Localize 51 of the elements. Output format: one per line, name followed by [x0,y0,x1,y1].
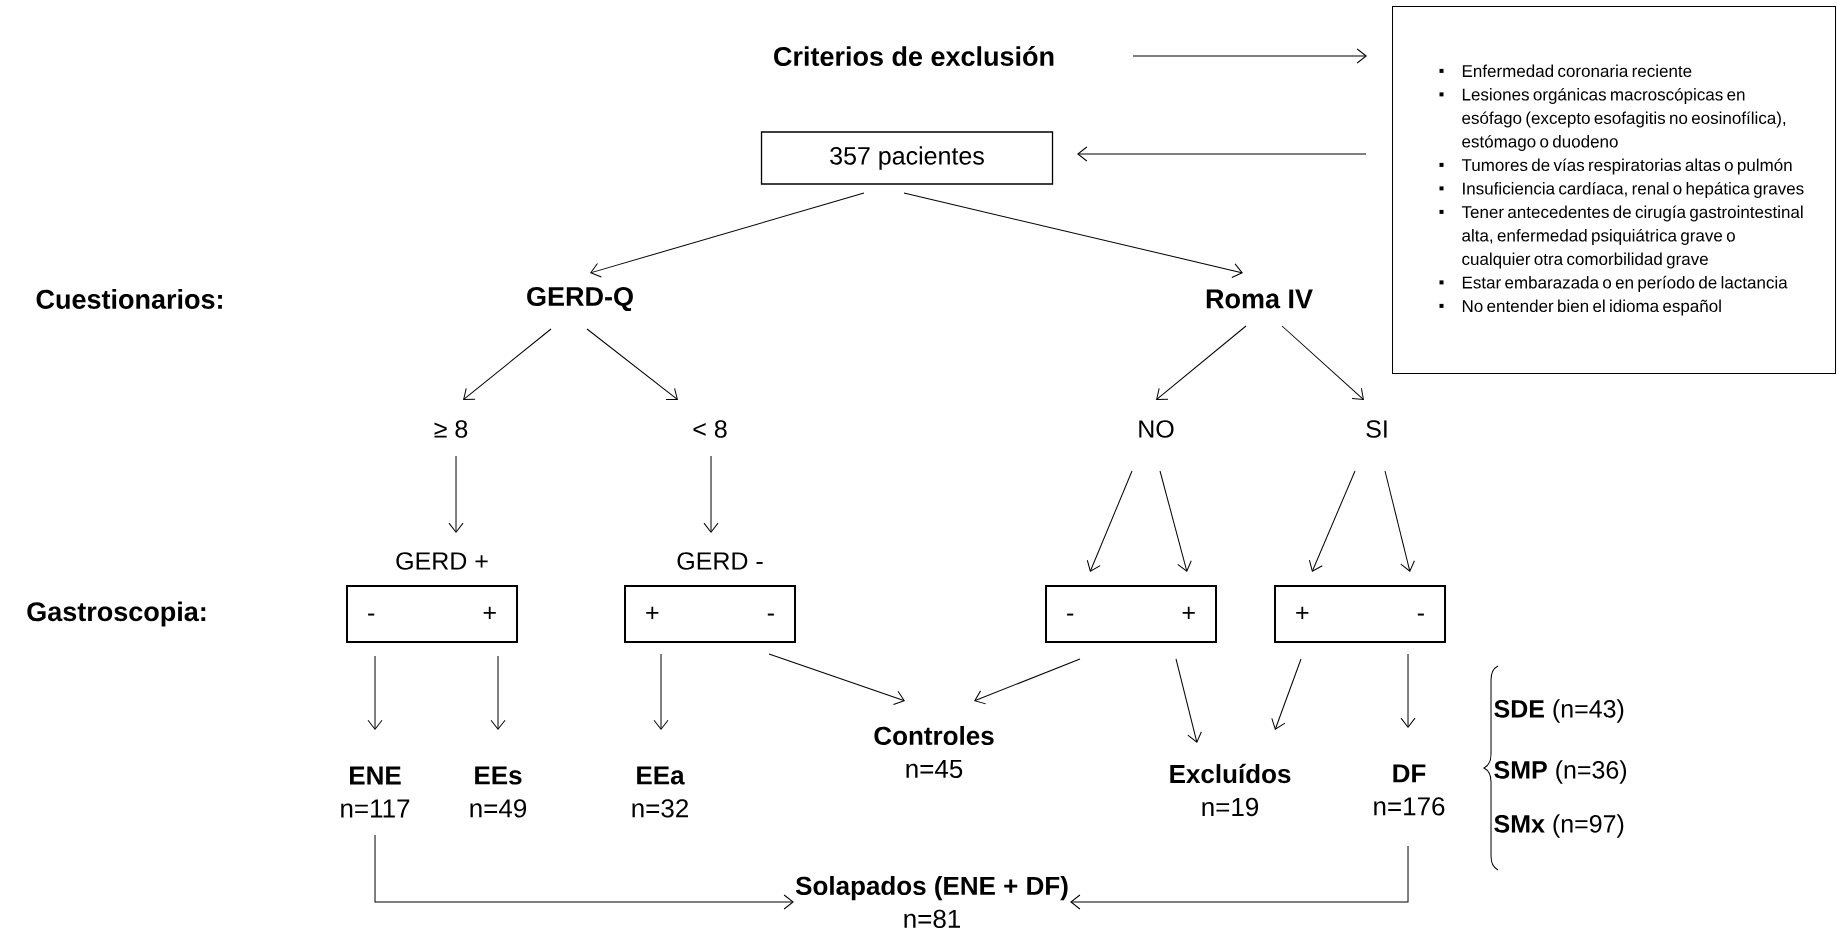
arrow [703,455,719,533]
subgroup-label: SMx (n=97) [1494,814,1624,838]
group-label: EEs n=49 [470,766,527,818]
group-label: DF n=176 [1374,764,1445,816]
arrow [367,655,383,730]
arrow [903,192,1243,279]
arrow [463,328,552,400]
arrow [374,834,794,910]
arrow [1086,470,1133,572]
result-box: + - [1274,585,1446,643]
arrow [490,655,506,730]
arrow [974,658,1081,705]
heading: Roma IV [1206,289,1313,309]
arrow [1159,470,1192,572]
heading: GERD-Q [527,286,633,312]
row-label: Cuestionarios: [36,289,222,309]
arrow [1077,146,1367,162]
arrow [1132,48,1367,64]
result-box: - + GERD + [346,552,518,643]
patient-box: 357 pacientes [760,131,1054,185]
branch-label: ≥ 8 [434,420,468,438]
subgroup-label: SMP (n=36) [1494,760,1627,784]
arrow [1308,470,1356,572]
arrow [1400,653,1416,728]
row-label: Gastroscopia: [27,601,206,627]
group-label: Excluídos n=19 [1170,763,1291,817]
arrow [1271,658,1302,730]
arrow [1070,845,1409,910]
arrow [590,192,865,278]
group-label: ENE n=117 [341,766,410,818]
node-label: GERD + [396,552,488,570]
branch-label: NO [1139,420,1174,438]
group-label: Solapados (ENE + DF) n=81 [795,875,1068,929]
group-label: EEa n=32 [632,766,688,818]
subgroup-label: SDE (n=43) [1494,699,1624,723]
result-box: + - GERD - [624,552,796,643]
group-label: Controles n=45 [874,725,994,779]
arrow [1156,325,1247,400]
arrow [653,653,669,730]
heading: Criterios de exclusión [774,45,1054,67]
arrow [586,328,678,400]
arrow [1281,325,1364,400]
arrow [768,653,905,705]
arrow [1384,470,1415,572]
node-label: GERD - [677,552,763,570]
arrow [448,455,464,533]
criteria-box: Enfermedad coronaria reciente Lesiones orgánicas macroscópicas en esófago (excepto esofagitis no eosinofílica), estómago o duodeno Tumores de vías respiratorias altas o pulmón Insuficiencia cardíaca, renal o hepática graves Tener antecedentes de cirugía gastrointestinal alta, enfermedad psiquiátrica grave o cualquier otra comorbilidad grave Estar embarazada o en período de lactancia No entender bien el idioma español [1392,6,1836,374]
result-box: - + [1045,585,1217,643]
arrow [1175,658,1202,743]
branch-label: < 8 [693,420,727,438]
branch-label: SI [1366,420,1387,438]
